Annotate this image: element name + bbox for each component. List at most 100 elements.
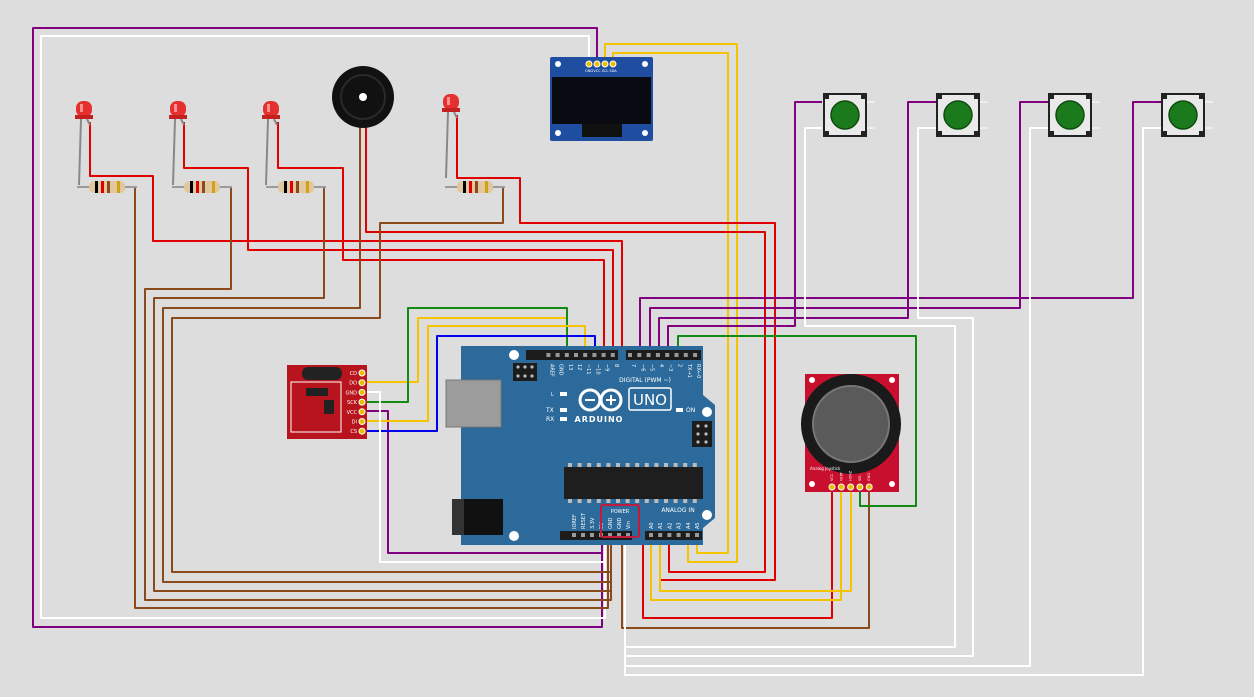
- chip-pins: [568, 463, 697, 503]
- digital-pin[interactable]: [683, 353, 688, 357]
- resistor[interactable]: [445, 181, 505, 193]
- sd-pin[interactable]: [358, 418, 366, 425]
- red-led[interactable]: [169, 101, 187, 186]
- red-led[interactable]: [262, 101, 280, 186]
- icsp-header-top: [513, 363, 537, 381]
- analog-pin-label: A0: [649, 522, 655, 529]
- button-cap[interactable]: [943, 100, 973, 130]
- resistor[interactable]: [77, 181, 137, 193]
- wire-r4-gnd[interactable]: [171, 187, 612, 573]
- digital-pin[interactable]: [628, 353, 632, 357]
- oled-pin[interactable]: [601, 60, 609, 68]
- analog-pin[interactable]: [658, 533, 663, 537]
- sd-pin[interactable]: [358, 398, 366, 406]
- digital-pin[interactable]: [601, 353, 606, 357]
- button-cap[interactable]: [1168, 100, 1198, 130]
- wire-btn3-signal[interactable]: [649, 101, 1048, 353]
- red-led[interactable]: [75, 101, 93, 186]
- wire-btn2-signal[interactable]: [658, 101, 936, 353]
- wire-btn4-gnd[interactable]: [624, 127, 1161, 676]
- digital-pin[interactable]: [655, 353, 660, 357]
- digital-pin[interactable]: [546, 353, 551, 357]
- red-led[interactable]: [442, 94, 460, 179]
- digital-pin[interactable]: [637, 353, 642, 357]
- digital-pin[interactable]: [564, 353, 569, 357]
- analog-pin[interactable]: [667, 533, 672, 537]
- oled-pin[interactable]: [609, 60, 617, 68]
- wire-oled-vcc[interactable]: [32, 27, 603, 628]
- push-buttons: [823, 93, 1213, 137]
- wire-joystick-vcc[interactable]: [642, 487, 833, 619]
- buzzer[interactable]: [332, 66, 394, 128]
- resistor[interactable]: [266, 181, 326, 193]
- wire-joystick-horz[interactable]: [659, 487, 852, 592]
- wire-led1-anode[interactable]: [89, 122, 623, 353]
- button-cap[interactable]: [1055, 100, 1085, 130]
- power-pin[interactable]: [617, 533, 621, 537]
- sd-pin[interactable]: [358, 388, 366, 396]
- wire-buzzer-pos[interactable]: [365, 122, 766, 573]
- wire-led3-anode[interactable]: [277, 122, 605, 353]
- digital-pin[interactable]: [610, 353, 615, 357]
- power-pin[interactable]: [590, 533, 594, 537]
- sd-pin[interactable]: [358, 369, 366, 377]
- digital-pin[interactable]: [693, 353, 698, 357]
- push-button[interactable]: [1048, 93, 1100, 137]
- analog-pin[interactable]: [649, 533, 653, 537]
- sd-pin[interactable]: [358, 427, 366, 435]
- wire-oled-sda[interactable]: [612, 52, 729, 554]
- analog-pin[interactable]: [676, 533, 681, 537]
- oled-pin[interactable]: [585, 60, 593, 68]
- analog-pin[interactable]: [695, 533, 699, 537]
- joystick-pin[interactable]: [847, 483, 855, 491]
- wire-sd-gnd[interactable]: [366, 391, 606, 563]
- wire-oled-gnd[interactable]: [40, 35, 606, 619]
- analog-pin[interactable]: [685, 533, 690, 537]
- power-pin[interactable]: [572, 533, 576, 537]
- wire-btn1-signal[interactable]: [667, 101, 822, 353]
- digital-pin[interactable]: [555, 353, 560, 357]
- button-cap[interactable]: [830, 100, 860, 130]
- wire-led4-anode[interactable]: [456, 115, 776, 581]
- oled-pin[interactable]: [593, 60, 601, 68]
- wire-btn3-gnd[interactable]: [625, 127, 1048, 667]
- oled-pin-label: VCC: [593, 69, 601, 73]
- digital-pin[interactable]: [674, 353, 679, 357]
- resistor[interactable]: [172, 181, 232, 193]
- digital-pin[interactable]: [646, 353, 651, 357]
- joystick-pin[interactable]: [856, 483, 864, 491]
- push-button[interactable]: [936, 93, 988, 137]
- power-pin[interactable]: [626, 533, 630, 537]
- power-pin-label: 3.3V: [590, 517, 596, 529]
- push-button[interactable]: [1161, 93, 1213, 137]
- sd-pin[interactable]: [358, 408, 366, 416]
- wire-btn4-signal[interactable]: [639, 101, 1161, 353]
- digital-pin[interactable]: [583, 353, 588, 357]
- push-button[interactable]: [823, 93, 875, 137]
- digital-pin[interactable]: [592, 353, 597, 357]
- joystick-pin[interactable]: [837, 483, 845, 491]
- joystick-pin[interactable]: [865, 483, 873, 491]
- digital-pin-label: AREF: [548, 364, 554, 377]
- mount-hole: [642, 130, 648, 136]
- atmega-chip: [564, 467, 703, 499]
- power-pin[interactable]: [608, 533, 612, 537]
- wire-joystick-gnd[interactable]: [621, 487, 870, 629]
- wire-sd-cs[interactable]: [366, 335, 596, 432]
- joystick-knob[interactable]: [812, 385, 890, 463]
- digital-pin[interactable]: [574, 353, 578, 357]
- digital-pin[interactable]: [665, 353, 670, 357]
- wire-buzzer-gnd[interactable]: [162, 122, 612, 583]
- wire-sd-sck[interactable]: [366, 307, 568, 403]
- power-pin[interactable]: [581, 533, 585, 537]
- wire-led2-anode[interactable]: [183, 122, 614, 353]
- sd-pin[interactable]: [358, 379, 366, 387]
- wire-joystick-sel[interactable]: [677, 335, 917, 507]
- wire-oled-scl[interactable]: [604, 43, 738, 563]
- joystick-pin[interactable]: [828, 483, 836, 491]
- wire-joystick-vert[interactable]: [650, 487, 842, 601]
